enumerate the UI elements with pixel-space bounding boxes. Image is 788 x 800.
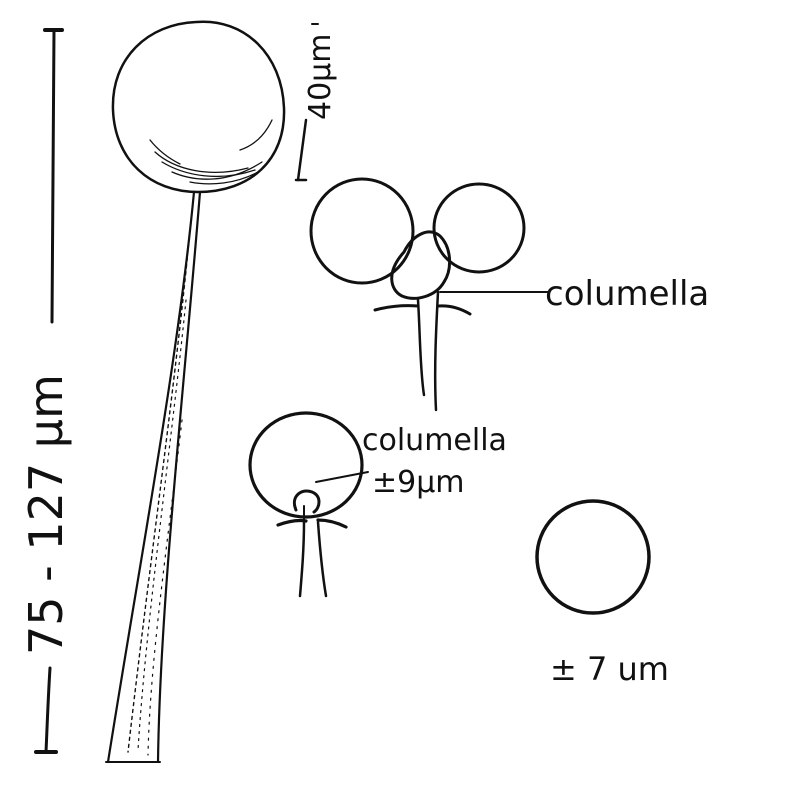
columella-top-label: columella: [545, 274, 709, 314]
large-sporangium-stalk: [105, 190, 202, 764]
sporangium-size-label: 40µm: [303, 34, 338, 120]
sporangium-scale-bar: [294, 23, 319, 182]
single-sporangium-figure: [248, 411, 364, 598]
spore-size-label: ± 7 um: [550, 650, 669, 688]
columella-middle-leader-line: [315, 471, 369, 483]
scale-bar-upper-line: [50, 28, 56, 324]
double-sporangium-figure: [309, 177, 526, 412]
scale-bar-lower-line: [44, 666, 52, 754]
sporangium-right: [432, 182, 526, 274]
large-sporangium: [111, 20, 286, 194]
height-scale-bar: [34, 28, 64, 754]
sporangium-left: [309, 177, 415, 285]
height-range-label: 75 - 127 µm: [19, 374, 73, 655]
columella-small: [293, 489, 321, 514]
spore-circle: [535, 499, 651, 615]
columella-size-label: ±9µm: [372, 465, 465, 500]
sporangium-middle: [248, 411, 364, 519]
columella-middle-label: columella: [362, 423, 507, 458]
columella-shape: [390, 230, 451, 300]
spore-figure: [535, 499, 651, 615]
